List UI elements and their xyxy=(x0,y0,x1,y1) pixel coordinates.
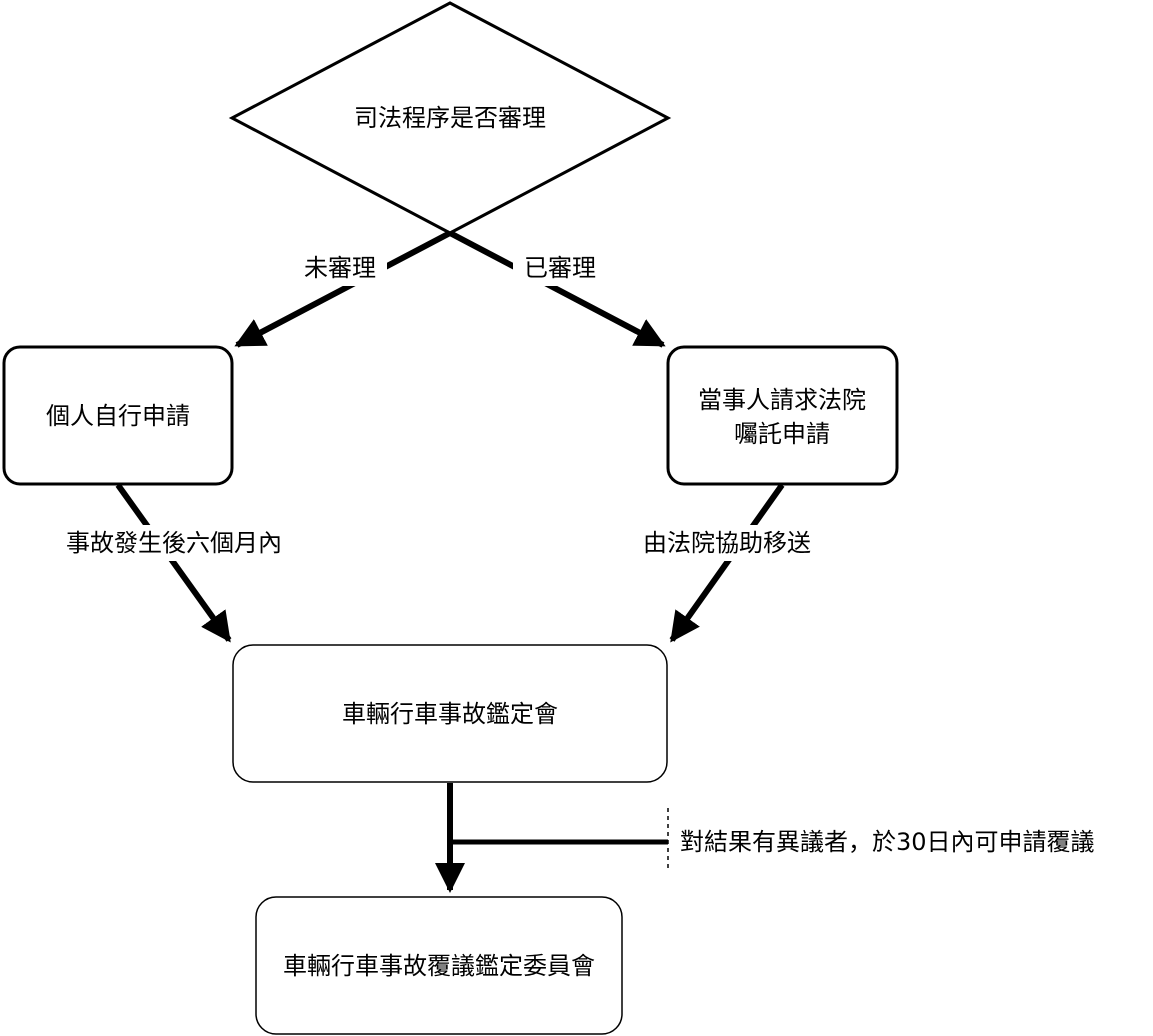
edge-within-six-months xyxy=(115,483,232,643)
edge-not-tried xyxy=(234,230,452,348)
court-request-label-line2: 囑託申請 xyxy=(734,420,830,448)
review-committee-label: 車輛行車事故覆議鑑定委員會 xyxy=(283,952,595,980)
edge-court-transfer xyxy=(669,483,785,643)
edge-label-not-tried: 未審理 xyxy=(304,254,376,282)
appraisal-committee-label: 車輛行車事故鑑定會 xyxy=(342,700,558,728)
edge-tried xyxy=(448,230,666,348)
personal-application-node: 個人自行申請 xyxy=(2,345,234,486)
label-bg-court-transfer xyxy=(628,525,826,561)
appeal-annotation: 對結果有異議者，於30日內可申請覆議 xyxy=(450,808,1095,870)
edge-label-within-six-months: 事故發生後六個月內 xyxy=(66,529,282,557)
court-request-label-line1: 當事人請求法院 xyxy=(698,386,866,414)
appeal-annotation-text: 對結果有異議者，於30日內可申請覆議 xyxy=(680,828,1095,856)
label-bg-not-tried xyxy=(293,250,387,286)
label-bg-tried xyxy=(513,250,607,286)
decision-label: 司法程序是否審理 xyxy=(354,104,546,132)
decision-node: 司法程序是否審理 xyxy=(228,1,672,235)
personal-application-label: 個人自行申請 xyxy=(46,402,190,430)
edge-label-tried: 已審理 xyxy=(524,254,596,282)
label-bg-within-six-months xyxy=(48,525,300,561)
appraisal-committee-node: 車輛行車事故鑑定會 xyxy=(232,644,668,783)
court-request-node: 當事人請求法院 囑託申請 xyxy=(666,345,899,486)
edge-label-court-transfer: 由法院協助移送 xyxy=(643,529,811,557)
review-committee-node: 車輛行車事故覆議鑑定委員會 xyxy=(255,896,623,1035)
